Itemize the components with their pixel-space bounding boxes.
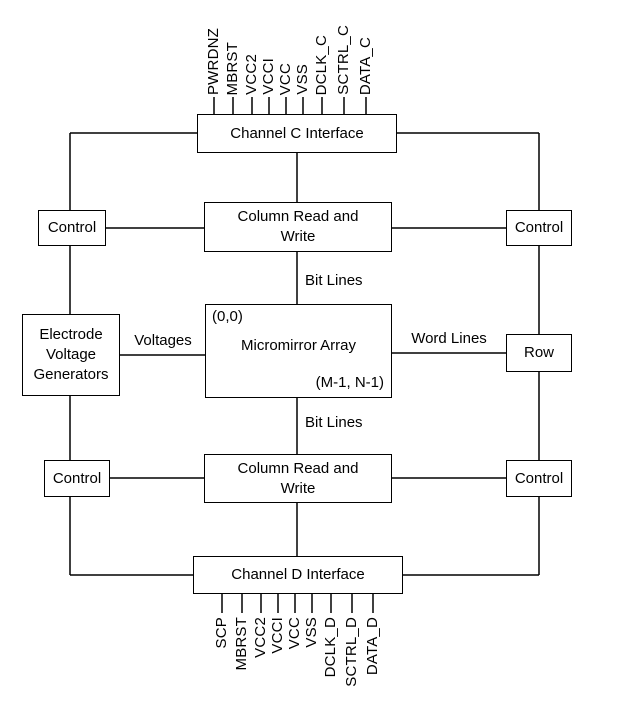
pin-bottom-data-d: DATA_D <box>364 617 381 676</box>
pin-bottom-sctrl-d: SCTRL_D <box>343 617 360 687</box>
pin-top-vss: VSS <box>294 64 311 95</box>
control-bottom-right-label: Control <box>514 469 564 487</box>
channel-d-interface-box: Channel D Interface <box>193 556 403 594</box>
control-bottom-left-label: Control <box>52 469 102 487</box>
pin-ticks-bottom <box>221 594 374 613</box>
row-box: Row <box>506 334 572 372</box>
control-top-left-label: Control <box>47 219 97 236</box>
pin-top-mbrst: MBRST <box>224 41 241 96</box>
column-read-write-bottom-label: Column Read and Write <box>237 459 359 497</box>
pin-top-sctrl-c: SCTRL_C <box>335 25 352 95</box>
channel-c-interface-label: Channel C Interface <box>230 124 364 142</box>
pin-bottom-vcc2: VCC2 <box>252 617 269 658</box>
pin-top-pwrdnz: PWRDNZ <box>205 27 222 95</box>
pin-ticks-top <box>213 97 367 114</box>
pin-top-vcc: VCC <box>277 62 294 95</box>
pin-top-data-c: DATA_C <box>357 36 374 95</box>
micromirror-origin-label: (0,0) <box>212 308 243 325</box>
column-read-write-top-box: Column Read and Write <box>204 202 392 252</box>
channel-c-interface-box: Channel C Interface <box>197 114 397 153</box>
pin-bottom-mbrst: MBRST <box>233 617 250 671</box>
voltages-label: Voltages <box>134 332 192 349</box>
control-top-left-box: Control <box>38 210 106 246</box>
control-bottom-right-box: Control <box>506 460 572 497</box>
pin-bottom-scp: SCP <box>213 617 230 649</box>
pin-bottom-vcci: VCCI <box>269 617 286 654</box>
pin-bottom-dclk-d: DCLK_D <box>322 617 339 678</box>
pin-top-dclk-c: DCLK_C <box>313 34 330 95</box>
column-read-write-top-label: Column Read and Write <box>237 208 359 245</box>
electrode-voltage-generators-label: Electrode Voltage Generators <box>33 326 109 383</box>
bit-lines-top-label: Bit Lines <box>305 272 363 289</box>
control-bottom-left-box: Control <box>44 460 110 497</box>
pin-bottom-vcc: VCC <box>286 617 303 650</box>
column-read-write-bottom-box: Column Read and Write <box>204 454 392 503</box>
channel-d-interface-label: Channel D Interface <box>231 566 365 583</box>
row-label: Row <box>523 344 554 361</box>
control-top-right-box: Control <box>506 210 572 246</box>
electrode-voltage-generators-box: Electrode Voltage Generators <box>22 314 120 396</box>
word-lines-label: Word Lines <box>411 330 487 347</box>
pin-top-vcc2: VCC2 <box>243 54 260 95</box>
control-top-right-label: Control <box>514 219 564 236</box>
bit-lines-bottom-label: Bit Lines <box>305 414 363 431</box>
pin-bottom-vss: VSS <box>303 617 320 648</box>
micromirror-array-label: Micromirror Array <box>241 337 356 354</box>
pin-top-vcci: VCCI <box>260 58 277 95</box>
micromirror-corner-label: (M-1, N-1) <box>315 374 384 391</box>
micromirror-array-box: (0,0) Micromirror Array (M-1, N-1) <box>205 304 392 398</box>
